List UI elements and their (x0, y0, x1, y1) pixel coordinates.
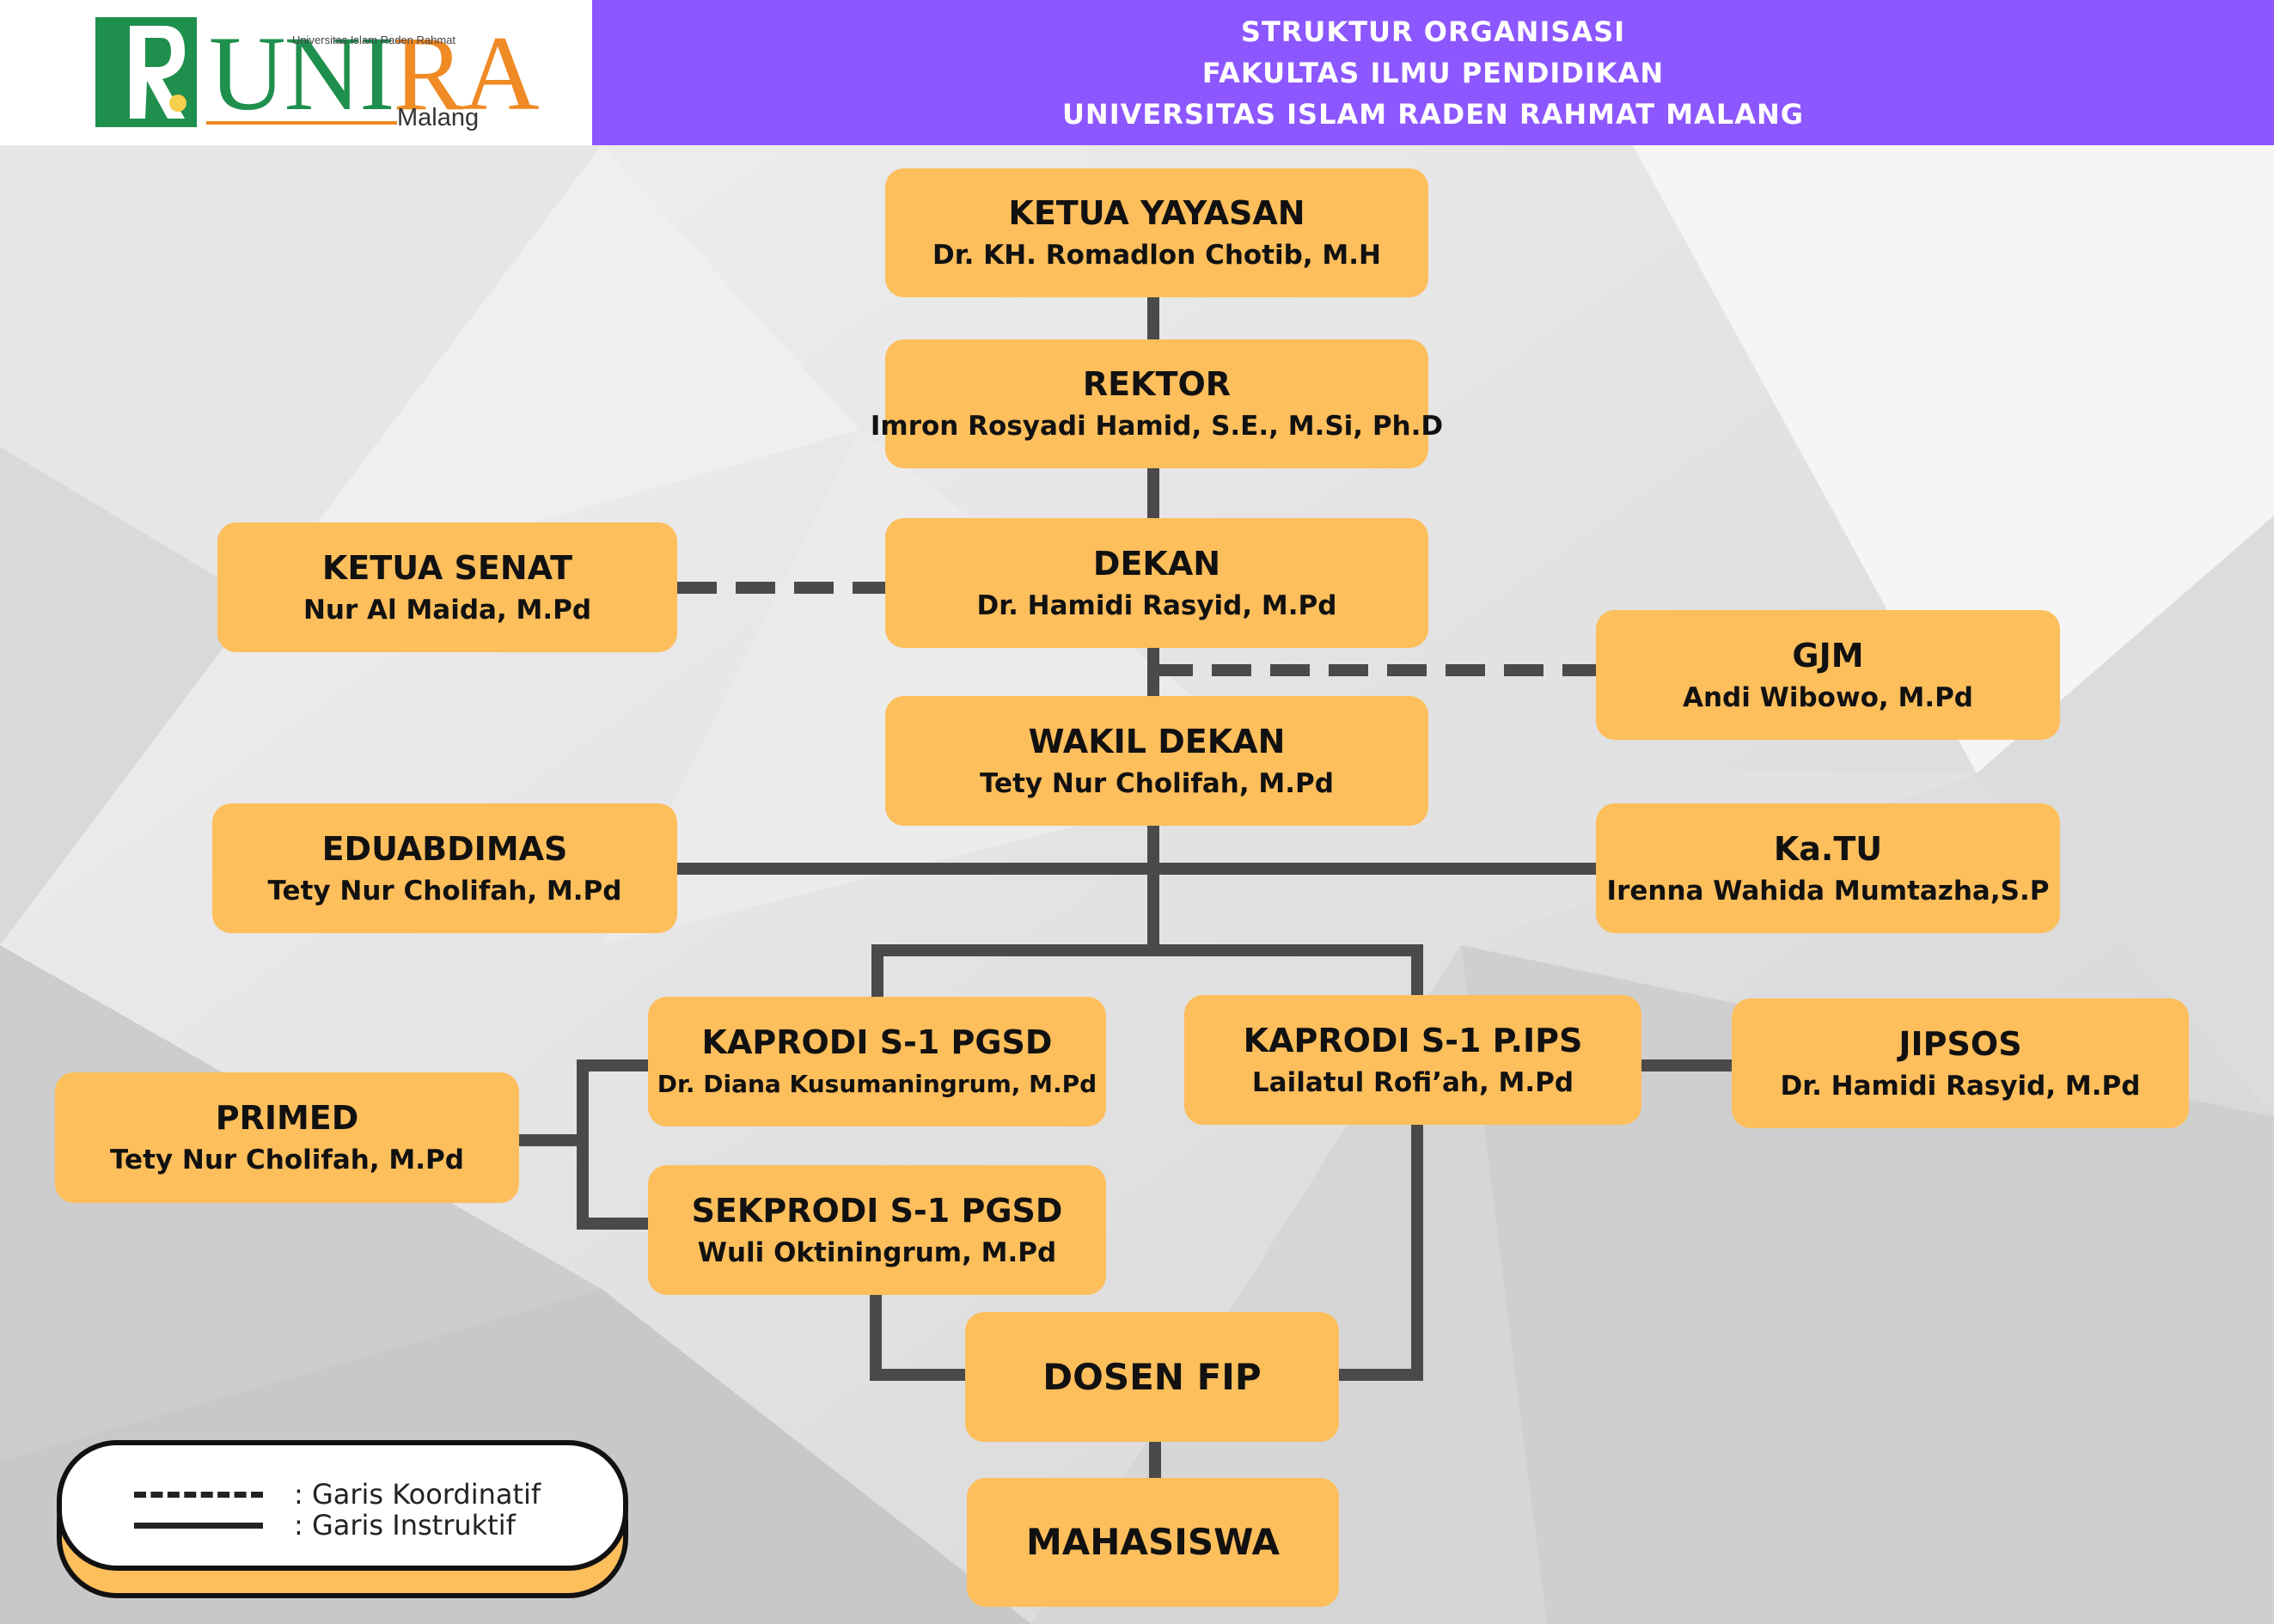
node-title: Ka.TU (1773, 829, 1883, 868)
title-line-1: STRUKTUR ORGANISASI (1240, 15, 1626, 48)
unira-logo-icon (95, 17, 197, 127)
node-name: Dr. Diana Kusumaningrum, M.Pd (657, 1069, 1097, 1098)
node-name: Tety Nur Cholifah, M.Pd (110, 1145, 464, 1175)
legend-row-solid: : Garis Instruktif (134, 1509, 516, 1542)
title-band: STRUKTUR ORGANISASI FAKULTAS ILMU PENDID… (592, 0, 2274, 145)
node-dekan: DEKAN Dr. Hamidi Rasyid, M.Pd (885, 518, 1428, 648)
node-title: WAKIL DEKAN (1028, 722, 1286, 760)
node-title: MAHASISWA (1025, 1521, 1281, 1563)
node-name: Imron Rosyadi Hamid, S.E., M.Si, Ph.D (870, 411, 1444, 442)
logo-city: Malang (397, 104, 480, 131)
node-title: EDUABDIMAS (321, 829, 568, 868)
node-name: Lailatul Rofi’ah, M.Pd (1251, 1066, 1574, 1098)
solid-line-sample (134, 1522, 263, 1529)
node-name: Dr. Hamidi Rasyid, M.Pd (976, 589, 1337, 621)
node-name: Dr. Hamidi Rasyid, M.Pd (1780, 1070, 2141, 1102)
node-title: SEKPRODI S-1 PGSD (691, 1191, 1063, 1230)
node-title: REKTOR (1082, 365, 1232, 403)
node-mahasiswa: MAHASISWA (967, 1478, 1339, 1607)
node-primed: PRIMED Tety Nur Cholifah, M.Pd (55, 1072, 519, 1203)
node-ketua-senat: KETUA SENAT Nur Al Maida, M.Pd (217, 522, 677, 652)
node-gjm: GJM Andi Wibowo, M.Pd (1596, 610, 2060, 740)
dashed-line-sample (134, 1491, 263, 1498)
node-title: DEKAN (1092, 544, 1221, 583)
node-rektor: REKTOR Imron Rosyadi Hamid, S.E., M.Si, … (871, 339, 1443, 468)
title-line-2: FAKULTAS ILMU PENDIDIKAN (1201, 56, 1665, 89)
node-title: KAPRODI S-1 PGSD (701, 1023, 1053, 1061)
legend-label-koordinatif: : Garis Koordinatif (294, 1478, 541, 1511)
legend-label-instruktif: : Garis Instruktif (294, 1509, 516, 1542)
node-kaprodi-pips: KAPRODI S-1 P.IPS Lailatul Rofi’ah, M.Pd (1184, 995, 1641, 1125)
node-name: Dr. KH. Romadlon Chotib, M.H (932, 240, 1381, 271)
node-name: Andi Wibowo, M.Pd (1682, 681, 1974, 713)
logo-underline (206, 121, 397, 125)
line-branch-kaprodi (871, 944, 1423, 997)
line-primed-bracket (577, 1059, 650, 1230)
node-title: KETUA SENAT (321, 548, 573, 587)
node-jipsos: JIPSOS Dr. Hamidi Rasyid, M.Pd (1732, 998, 2189, 1128)
node-title: JIPSOS (1898, 1024, 2022, 1063)
node-title: GJM (1792, 636, 1864, 675)
logo-wordmark: UNIRA (209, 15, 540, 132)
node-name: Nur Al Maida, M.Pd (303, 594, 592, 626)
node-name: Wuli Oktiningrum, M.Pd (697, 1236, 1057, 1268)
node-sekprodi-pgsd: SEKPRODI S-1 PGSD Wuli Oktiningrum, M.Pd (648, 1165, 1106, 1295)
node-name: Tety Nur Cholifah, M.Pd (980, 767, 1334, 799)
node-kaprodi-pgsd: KAPRODI S-1 PGSD Dr. Diana Kusumaningrum… (648, 997, 1106, 1126)
legend-row-dashed: : Garis Koordinatif (134, 1478, 541, 1511)
node-title: DOSEN FIP (1042, 1355, 1262, 1398)
node-dosen-fip: DOSEN FIP (965, 1312, 1339, 1442)
node-ketua-yayasan: KETUA YAYASAN Dr. KH. Romadlon Chotib, M… (885, 168, 1428, 297)
node-name: Irenna Wahida Mumtazha,S.P (1606, 875, 2050, 907)
line-sekprodi-dosen (870, 1295, 965, 1381)
node-name: Tety Nur Cholifah, M.Pd (267, 875, 622, 907)
node-title: KAPRODI S-1 P.IPS (1243, 1021, 1583, 1059)
node-wakil-dekan: WAKIL DEKAN Tety Nur Cholifah, M.Pd (885, 696, 1428, 826)
legend: : Garis Koordinatif : Garis Instruktif (57, 1440, 628, 1571)
node-eduabdimas: EDUABDIMAS Tety Nur Cholifah, M.Pd (212, 803, 677, 933)
title-line-3: UNIVERSITAS ISLAM RADEN RAHMAT MALANG (1061, 97, 1805, 131)
node-title: KETUA YAYASAN (1008, 194, 1305, 232)
logo-panel: UNIRA Universitas Islam Raden Rahmat Mal… (0, 0, 592, 145)
line-pips-dosen (1339, 1125, 1423, 1381)
logo-tagline: Universitas Islam Raden Rahmat (292, 34, 456, 46)
node-title: PRIMED (215, 1099, 359, 1137)
node-katu: Ka.TU Irenna Wahida Mumtazha,S.P (1596, 803, 2060, 933)
